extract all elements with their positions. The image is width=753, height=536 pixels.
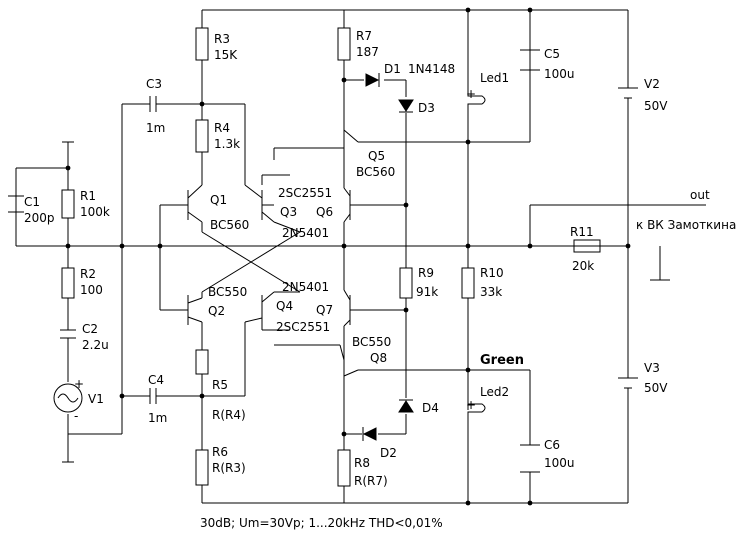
label-d3-ref: D3 xyxy=(418,101,435,115)
label-r3-ref: R3 xyxy=(214,32,230,46)
label-c6-ref: C6 xyxy=(544,438,560,452)
label-r11-value: 20k xyxy=(572,259,594,273)
label-d1-ref: D1 xyxy=(384,62,401,76)
resistor-r8 xyxy=(337,449,351,487)
label-r7-ref: R7 xyxy=(356,29,372,43)
led1-symbol xyxy=(467,90,486,110)
label-q4-type: 2SC2551 xyxy=(276,320,330,334)
label-r5-value: R(R4) xyxy=(212,408,246,422)
label-q8-ref: Q8 xyxy=(370,351,387,365)
label-q2-ref: Q2 xyxy=(208,304,225,318)
label-r8-ref: R8 xyxy=(354,456,370,470)
resistor-r3 xyxy=(195,27,209,61)
resistors xyxy=(61,27,601,487)
label-c1-value: 200p xyxy=(24,211,55,225)
label-q4-ref: Q4 xyxy=(276,299,293,313)
batteries xyxy=(618,87,638,389)
label-c5-ref: C5 xyxy=(544,47,560,61)
label-q3-alt-type: 2N5401 xyxy=(282,226,329,240)
led2-symbol xyxy=(467,403,486,430)
diodes xyxy=(362,73,414,441)
label-c1-ref: C1 xyxy=(24,195,40,209)
resistor-r7 xyxy=(337,27,351,61)
label-r3-value: 15K xyxy=(214,48,238,62)
label-r5-ref: R5 xyxy=(212,378,228,392)
label-v2-value: 50V xyxy=(644,99,668,113)
label-output-note: к ВК Замоткина xyxy=(636,218,736,232)
resistor-r6 xyxy=(195,449,209,486)
label-q4-alt-type: 2N5401 xyxy=(282,280,329,294)
diode-d1 xyxy=(365,73,380,87)
label-c5-value: 100u xyxy=(544,67,575,81)
label-q5-ref: Q5 xyxy=(368,149,385,163)
label-q6-ref: Q6 xyxy=(316,205,333,219)
label-v1-ref: V1 xyxy=(88,392,104,406)
label-q1-type: BC560 xyxy=(210,218,249,232)
label-c3-value: 1m xyxy=(146,121,165,135)
diode-d3 xyxy=(398,99,414,112)
label-r11-ref: R11 xyxy=(570,225,594,239)
label-c3-ref: C3 xyxy=(146,77,162,91)
ground-symbols xyxy=(62,141,670,463)
label-output: out xyxy=(690,188,710,202)
label-v1-minus: - xyxy=(74,409,78,423)
diode-d2 xyxy=(362,427,377,441)
label-q8-type: BC550 xyxy=(352,335,391,349)
led-symbols xyxy=(467,90,486,430)
label-c4-value: 1m xyxy=(148,411,167,425)
ac-source-v1 xyxy=(53,383,83,413)
resistor-r5 xyxy=(195,349,209,375)
label-q5-type: BC560 xyxy=(356,165,395,179)
label-q2-type: BC550 xyxy=(208,285,247,299)
label-led2-color: Green xyxy=(480,353,524,368)
label-r9-ref: R9 xyxy=(418,266,434,280)
label-v3-ref: V3 xyxy=(644,361,660,375)
wiring xyxy=(15,9,706,504)
capacitors xyxy=(8,49,540,473)
label-c2-value: 2.2u xyxy=(82,338,109,352)
labels: R3 15K R4 1.3k R5 R(R4) R6 R(R3) R1 100k… xyxy=(24,29,736,530)
label-r1-value: 100k xyxy=(80,205,110,219)
resistor-r10 xyxy=(461,267,475,299)
label-d1-value: 1N4148 xyxy=(408,62,455,76)
label-r9-value: 91k xyxy=(416,285,438,299)
label-r10-value: 33k xyxy=(480,285,502,299)
label-c4-ref: C4 xyxy=(148,373,164,387)
label-c2-ref: C2 xyxy=(82,322,98,336)
label-v2-ref: V2 xyxy=(644,77,660,91)
label-r4-value: 1.3k xyxy=(214,137,240,151)
label-d4-ref: D4 xyxy=(422,401,439,415)
label-v1-plus: + xyxy=(74,377,84,391)
label-q7-ref: Q7 xyxy=(316,303,333,317)
label-q3-ref: Q3 xyxy=(280,205,297,219)
junction-dots xyxy=(65,7,631,506)
resistor-r2 xyxy=(61,267,75,299)
label-d2-ref: D2 xyxy=(380,446,397,460)
label-q3-type: 2SC2551 xyxy=(278,186,332,200)
label-r6-ref: R6 xyxy=(212,445,228,459)
label-led1-plus: + xyxy=(466,87,476,101)
resistor-r4 xyxy=(195,119,209,153)
resistor-r11 xyxy=(573,239,601,253)
label-led2-plus: + xyxy=(466,398,476,412)
label-footer-specs: 30dB; Um=30Vp; 1...20kHz THD<0,01% xyxy=(200,516,443,530)
label-r10-ref: R10 xyxy=(480,266,504,280)
label-r6-value: R(R3) xyxy=(212,461,246,475)
label-c6-value: 100u xyxy=(544,456,575,470)
label-r2-ref: R2 xyxy=(80,267,96,281)
label-r4-ref: R4 xyxy=(214,121,230,135)
label-led2-ref: Led2 xyxy=(480,385,509,399)
label-r8-value: R(R7) xyxy=(354,474,388,488)
label-v3-value: 50V xyxy=(644,381,668,395)
label-q1-ref: Q1 xyxy=(210,193,227,207)
transistors xyxy=(187,125,364,386)
label-r1-ref: R1 xyxy=(80,189,96,203)
diode-d4 xyxy=(398,400,414,413)
label-r2-value: 100 xyxy=(80,283,103,297)
label-led1-ref: Led1 xyxy=(480,71,509,85)
label-r7-value: 187 xyxy=(356,45,379,59)
resistor-r9 xyxy=(399,267,413,299)
resistor-r1 xyxy=(61,189,75,219)
